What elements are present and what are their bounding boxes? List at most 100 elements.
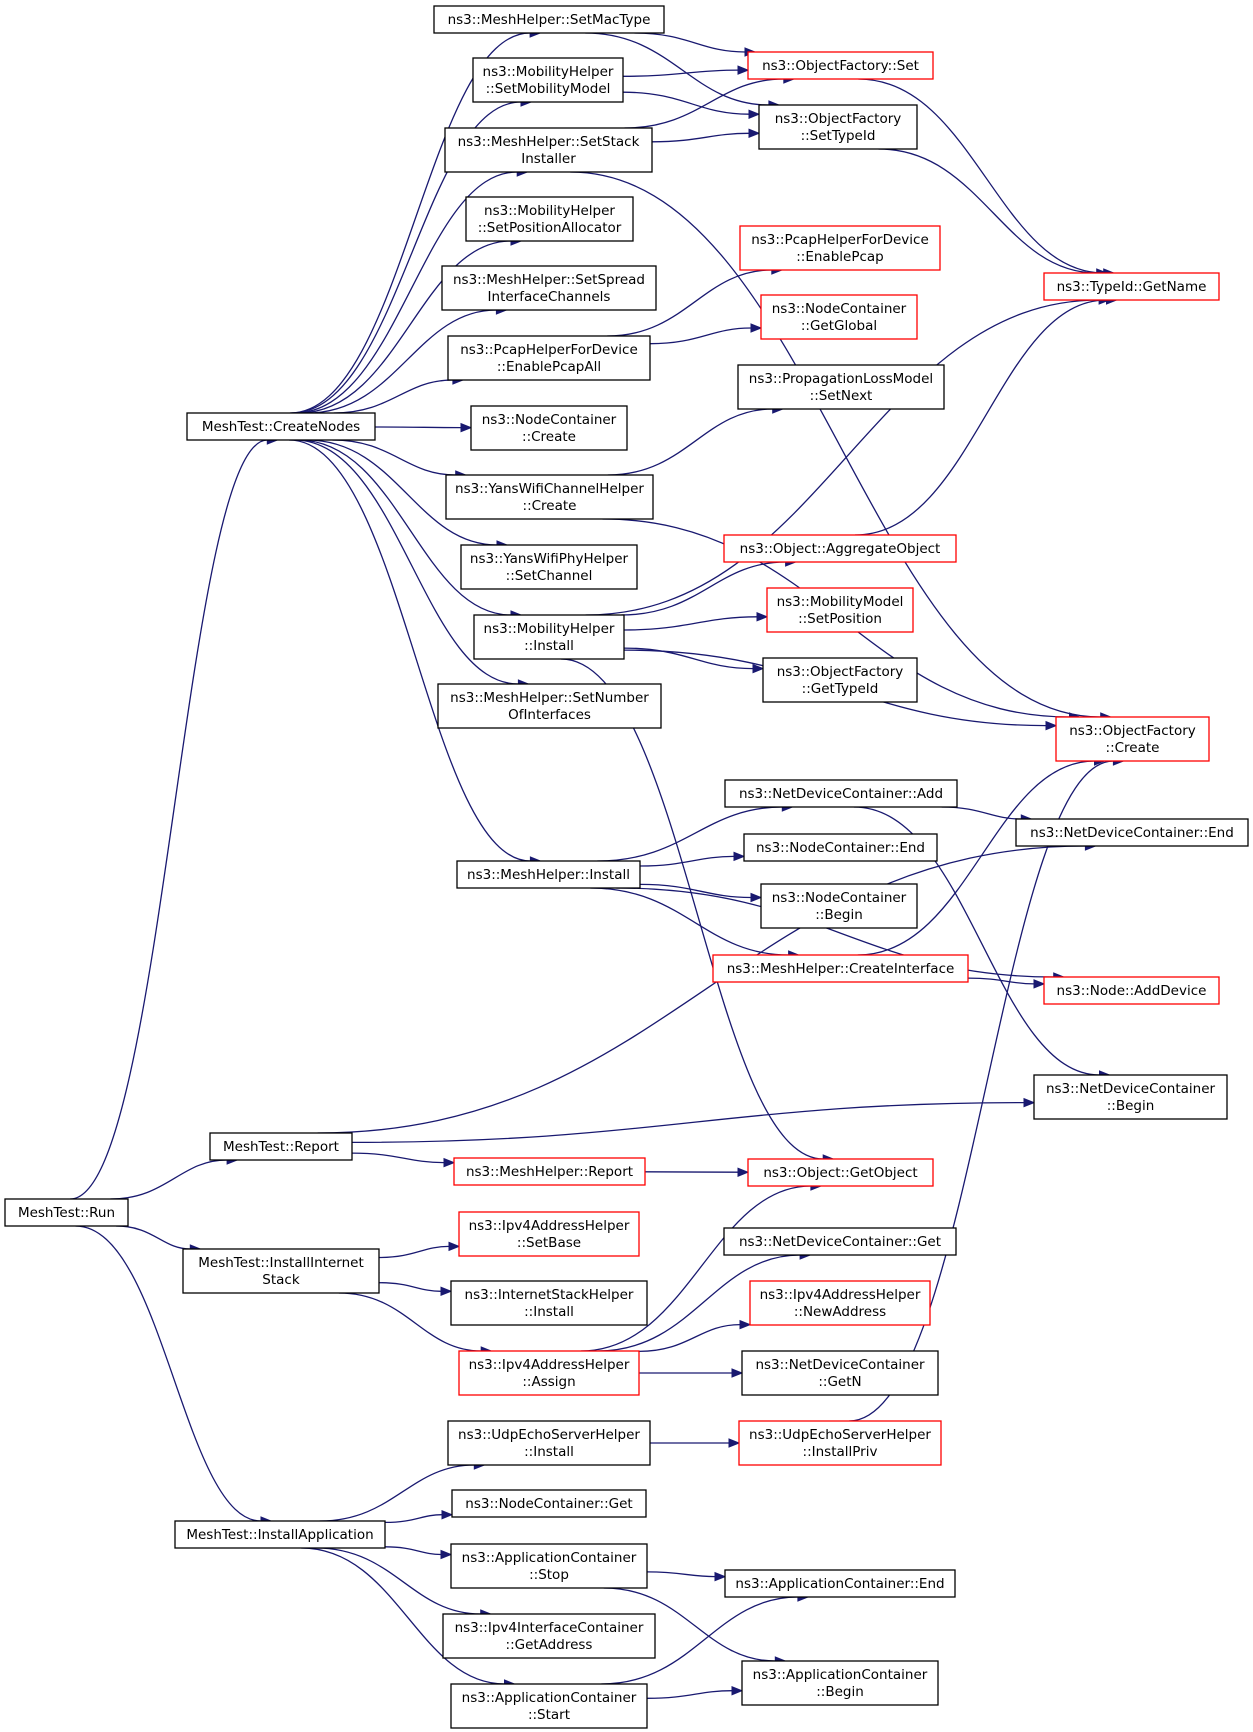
- node-ncGetGlobal[interactable]: ns3::NodeContainer::GetGlobal: [760, 294, 918, 340]
- node-label: ns3::NetDeviceContainer::Get: [739, 1234, 941, 1250]
- edge-createNodes-to-mobInstall: [298, 439, 512, 616]
- node-nodeAddDevice[interactable]: ns3::Node::AddDevice: [1043, 976, 1220, 1005]
- arrowhead-ipv4Assign-to-ndcGetN: [731, 1368, 744, 1378]
- node-ipv4Assign[interactable]: ns3::Ipv4AddressHelper::Assign: [458, 1350, 640, 1396]
- node-run[interactable]: MeshTest::Run: [4, 1198, 129, 1227]
- node-setPosAlloc[interactable]: ns3::MobilityHelper::SetPositionAllocato…: [465, 196, 634, 242]
- node-ndcAdd[interactable]: ns3::NetDeviceContainer::Add: [724, 779, 958, 808]
- node-ofCreate[interactable]: ns3::ObjectFactory::Create: [1055, 716, 1210, 762]
- node-yansChCreate[interactable]: ns3::YansWifiChannelHelper::Create: [445, 474, 654, 520]
- node-label: ns3::MobilityHelper: [484, 621, 615, 637]
- node-ofSet[interactable]: ns3::ObjectFactory::Set: [747, 51, 934, 80]
- node-meshReport[interactable]: ns3::MeshHelper::Report: [453, 1157, 646, 1186]
- node-ofGetTypeId[interactable]: ns3::ObjectFactory::GetTypeId: [762, 657, 918, 703]
- node-enablePcapAll[interactable]: ns3::PcapHelperForDevice::EnablePcapAll: [447, 335, 651, 381]
- node-ncGet[interactable]: ns3::NodeContainer::Get: [451, 1489, 647, 1518]
- node-label: MeshTest::Run: [18, 1205, 115, 1221]
- arrowhead-meshInstall-to-ncBegin: [750, 892, 763, 903]
- node-ndcGetN[interactable]: ns3::NetDeviceContainer::GetN: [741, 1350, 939, 1396]
- node-udpInstall[interactable]: ns3::UdpEchoServerHelper::Install: [447, 1420, 651, 1466]
- node-box: [450, 1683, 648, 1729]
- arrowhead-mobInstall-to-ofGetTypeId: [752, 663, 765, 674]
- node-report[interactable]: MeshTest::Report: [209, 1132, 353, 1161]
- node-box: [737, 364, 945, 410]
- edge-createNodes-to-setNumIf: [293, 439, 519, 685]
- edge-ipv4Assign-to-getObject: [580, 1185, 811, 1352]
- node-ndcEnd[interactable]: ns3::NetDeviceContainer::End: [1015, 818, 1249, 847]
- node-mobInstall[interactable]: ns3::MobilityHelper::Install: [473, 614, 625, 660]
- node-getObject[interactable]: ns3::Object::GetObject: [747, 1158, 934, 1187]
- node-setMacType[interactable]: ns3::MeshHelper::SetMacType: [433, 5, 665, 34]
- node-ipv4SetBase[interactable]: ns3::Ipv4AddressHelper::SetBase: [458, 1211, 640, 1257]
- node-label: ::Create: [1106, 740, 1160, 756]
- node-ofSetTypeId[interactable]: ns3::ObjectFactory::SetTypeId: [758, 104, 918, 150]
- node-label: ns3::MeshHelper::CreateInterface: [727, 961, 955, 977]
- node-box: [1043, 976, 1220, 1005]
- node-box: [460, 544, 638, 590]
- node-box: [473, 614, 625, 660]
- edge-meshInstall-to-nodeAddDevice: [616, 887, 1054, 978]
- node-label: ::EnablePcap: [796, 249, 884, 265]
- node-box: [749, 1280, 931, 1326]
- edge-setMacType-to-ofSetTypeId: [585, 32, 769, 106]
- node-box: [738, 1420, 942, 1466]
- node-acStart[interactable]: ns3::ApplicationContainer::Start: [450, 1683, 648, 1729]
- arrowhead-installInternet-to-inetStackInstall: [440, 1286, 453, 1297]
- node-acEnd[interactable]: ns3::ApplicationContainer::End: [724, 1569, 956, 1598]
- arrowhead-createIf-to-nodeAddDevice: [1033, 979, 1046, 989]
- node-box: [741, 1350, 939, 1396]
- node-label: ns3::ApplicationContainer::End: [735, 1576, 944, 1592]
- node-label: ns3::ObjectFactory: [1069, 723, 1196, 739]
- edge-installApp-to-ipv4IfGetAddr: [315, 1547, 481, 1615]
- node-ndcBegin[interactable]: ns3::NetDeviceContainer::Begin: [1033, 1074, 1228, 1120]
- edge-createNodes-to-setSpread: [307, 309, 497, 414]
- node-typeIdGetName[interactable]: ns3::TypeId::GetName: [1043, 272, 1220, 301]
- node-setMobilityModel[interactable]: ns3::MobilityHelper::SetMobilityModel: [472, 57, 624, 103]
- node-ipv4IfGetAddr[interactable]: ns3::Ipv4InterfaceContainer::GetAddress: [442, 1613, 656, 1659]
- node-label: ::Install: [524, 1304, 574, 1320]
- node-ndcGet[interactable]: ns3::NetDeviceContainer::Get: [723, 1227, 957, 1256]
- node-label: ns3::MeshHelper::SetMacType: [448, 12, 651, 28]
- edge-mobInstall-to-ofGetTypeId: [623, 647, 754, 670]
- node-udpInstallPriv[interactable]: ns3::UdpEchoServerHelper::InstallPriv: [738, 1420, 942, 1466]
- node-propSetNext[interactable]: ns3::PropagationLossModel::SetNext: [737, 364, 945, 410]
- node-label: ::NewAddress: [794, 1304, 886, 1320]
- node-aggObj[interactable]: ns3::Object::AggregateObject: [723, 534, 957, 563]
- node-label: ns3::MobilityHelper: [483, 64, 614, 80]
- node-box: [186, 412, 376, 441]
- node-mmSetPos[interactable]: ns3::MobilityModel::SetPosition: [766, 587, 914, 633]
- node-acStop[interactable]: ns3::ApplicationContainer::Stop: [450, 1543, 648, 1589]
- node-ipv4NewAddr[interactable]: ns3::Ipv4AddressHelper::NewAddress: [749, 1280, 931, 1326]
- node-meshInstall[interactable]: ns3::MeshHelper::Install: [456, 860, 641, 889]
- node-box: [465, 196, 634, 242]
- node-ncBegin[interactable]: ns3::NodeContainer::Begin: [760, 883, 918, 929]
- node-yansPhySetCh[interactable]: ns3::YansWifiPhyHelper::SetChannel: [460, 544, 638, 590]
- arrowhead-installApp-to-ncGet: [441, 1509, 454, 1520]
- node-box: [433, 5, 665, 34]
- node-box: [723, 534, 957, 563]
- node-inetStackInstall[interactable]: ns3::InternetStackHelper::Install: [450, 1280, 648, 1326]
- edge-installApp-to-udpInstall: [319, 1464, 475, 1522]
- node-label: ns3::MeshHelper::Install: [467, 867, 630, 883]
- node-acBegin[interactable]: ns3::ApplicationContainer::Begin: [741, 1660, 939, 1706]
- node-createNodes[interactable]: MeshTest::CreateNodes: [186, 412, 376, 441]
- node-pcapEnable[interactable]: ns3::PcapHelperForDevice::EnablePcap: [739, 225, 941, 271]
- edge-meshInstall-to-createIf: [590, 887, 789, 956]
- edge-meshInstall-to-ncBegin: [639, 883, 752, 899]
- node-label: ns3::UdpEchoServerHelper: [749, 1427, 931, 1443]
- edge-yansChCreate-to-propSetNext: [607, 408, 773, 476]
- node-label: ::Stop: [529, 1567, 569, 1583]
- node-ncEnd[interactable]: ns3::NodeContainer::End: [743, 833, 938, 862]
- edge-setStackInstaller-to-ofSetTypeId: [651, 132, 750, 143]
- node-setSpread[interactable]: ns3::MeshHelper::SetSpreadInterfaceChann…: [441, 265, 657, 311]
- node-createIf[interactable]: ns3::MeshHelper::CreateInterface: [712, 954, 969, 983]
- node-label: ::InstallPriv: [803, 1444, 878, 1460]
- node-box: [444, 127, 653, 173]
- node-ncCreate[interactable]: ns3::NodeContainer::Create: [470, 405, 628, 451]
- node-installApp[interactable]: MeshTest::InstallApplication: [174, 1520, 386, 1549]
- node-label: ns3::MeshHelper::SetNumber: [450, 690, 649, 706]
- node-label: ::Install: [524, 638, 574, 654]
